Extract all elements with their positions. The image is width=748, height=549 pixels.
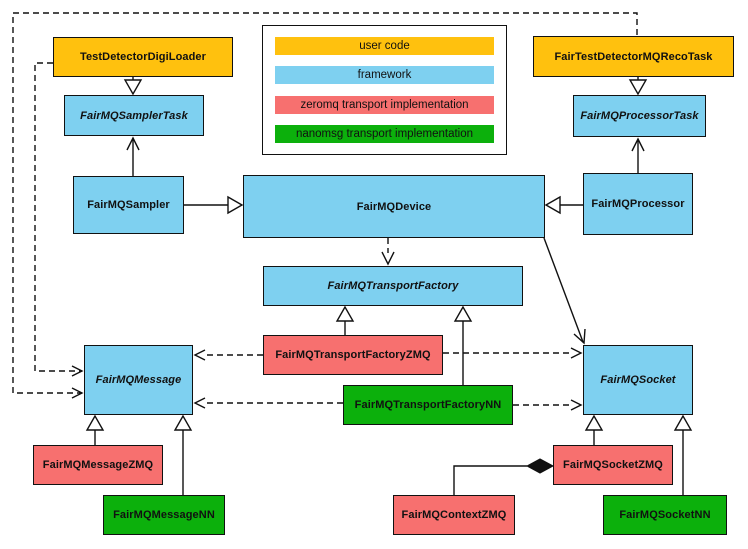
legend-zeromq: zeromq transport implementation bbox=[275, 95, 494, 114]
legend-user-code: user code bbox=[275, 37, 494, 56]
edge-device-socket-association bbox=[543, 237, 586, 345]
edge-processor-processortask-association bbox=[631, 137, 645, 173]
node-testdetectordigiloader: TestDetectorDigiLoader bbox=[53, 37, 233, 77]
node-fairmqprocessor: FairMQProcessor bbox=[583, 173, 693, 235]
node-fairmqsampler: FairMQSampler bbox=[73, 176, 184, 234]
legend-framework: framework bbox=[275, 66, 494, 85]
node-fairmqmessage: FairMQMessage bbox=[84, 345, 193, 415]
edge-factorynn-transportfactory-inheritance bbox=[453, 305, 473, 385]
legend: user code framework zeromq transport imp… bbox=[262, 25, 507, 155]
node-fairmqprocessortask: FairMQProcessorTask bbox=[573, 95, 706, 137]
node-fairmqcontextzmq: FairMQContextZMQ bbox=[393, 495, 515, 535]
edge-sampler-samplertask-association bbox=[126, 136, 140, 176]
edge-factoryzmq-socket-dependency bbox=[443, 347, 583, 359]
node-fairmqmessagenn: FairMQMessageNN bbox=[103, 495, 225, 535]
node-fairmqtransportfactorynn: FairMQTransportFactoryNN bbox=[343, 385, 513, 425]
node-fairmqsamplertask: FairMQSamplerTask bbox=[64, 95, 204, 136]
edge-factoryzmq-transportfactory-inheritance bbox=[335, 305, 355, 335]
node-fairmqtransportfactory: FairMQTransportFactory bbox=[263, 266, 523, 306]
node-fairmqmessagezmq: FairMQMessageZMQ bbox=[33, 445, 163, 485]
edge-socketzmq-socket-inheritance bbox=[584, 414, 604, 445]
edge-factorynn-socket-dependency bbox=[513, 399, 583, 411]
node-fairmqsocket: FairMQSocket bbox=[583, 345, 693, 415]
edge-factoryzmq-message-dependency bbox=[193, 349, 263, 361]
node-fairtestdetectormqrecotask: FairTestDetectorMQRecoTask bbox=[533, 36, 734, 77]
node-fairmqtransportfactoryzmq: FairMQTransportFactoryZMQ bbox=[263, 335, 443, 375]
edge-digiloader-samplertask-inheritance bbox=[123, 77, 143, 96]
edge-socketnn-socket-inheritance bbox=[673, 414, 693, 495]
edge-factorynn-message-dependency bbox=[193, 397, 343, 409]
edge-processor-device-inheritance bbox=[544, 195, 583, 215]
edge-messagenn-message-inheritance bbox=[173, 414, 193, 495]
edge-recotask-processortask-inheritance bbox=[628, 77, 648, 96]
edge-sampler-device-inheritance bbox=[184, 195, 244, 215]
node-fairmqsocketnn: FairMQSocketNN bbox=[603, 495, 727, 535]
edge-contextzmq-socketzmq-composition bbox=[453, 458, 555, 495]
edge-device-transportfactory-dependency bbox=[381, 238, 395, 266]
edge-messagezmq-message-inheritance bbox=[85, 414, 105, 445]
legend-nanomsg: nanomsg transport implementation bbox=[275, 124, 494, 143]
node-fairmqdevice: FairMQDevice bbox=[243, 175, 545, 238]
node-fairmqsocketzmq: FairMQSocketZMQ bbox=[553, 445, 673, 485]
